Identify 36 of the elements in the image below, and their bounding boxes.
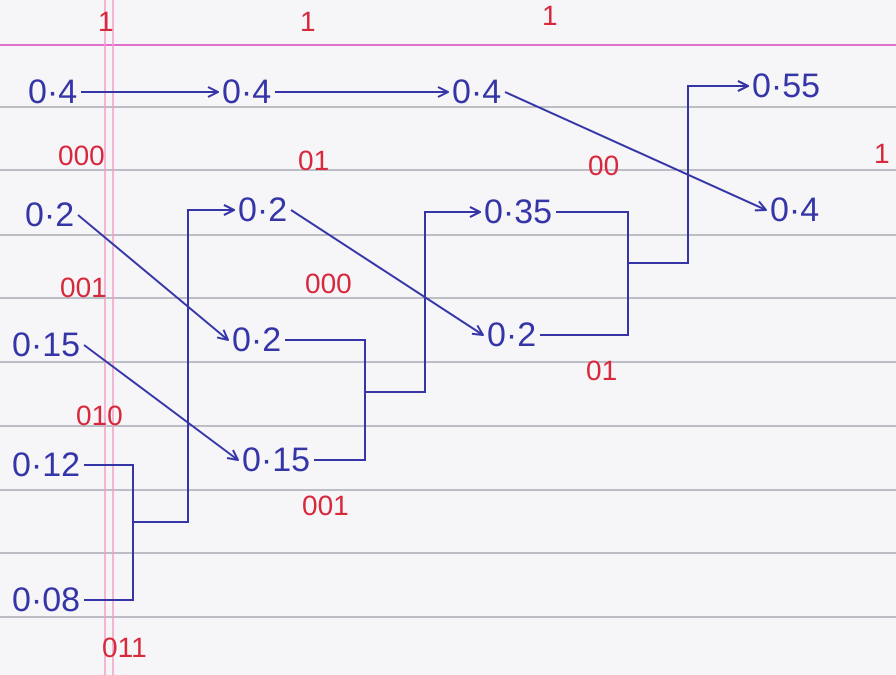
probability-value: 0·2 <box>25 195 74 235</box>
code-label: 000 <box>58 140 105 172</box>
arrow <box>540 80 749 336</box>
code-label: 1 <box>300 6 316 38</box>
code-label: 01 <box>298 145 330 177</box>
probability-value: 0·08 <box>12 580 80 620</box>
arrow <box>77 214 229 341</box>
probability-value: 0·2 <box>487 315 536 355</box>
arrow <box>81 86 219 98</box>
code-label: 1 <box>542 0 558 32</box>
code-label: 010 <box>76 400 123 432</box>
code-label: 001 <box>302 490 349 522</box>
code-label: 000 <box>305 268 352 300</box>
arrow <box>84 204 235 601</box>
code-label: 011 <box>102 632 147 664</box>
arrow <box>275 86 449 98</box>
code-label: 01 <box>586 355 618 387</box>
probability-value: 0·4 <box>28 72 78 112</box>
arrow <box>290 209 484 336</box>
probability-value: 0·4 <box>452 72 502 112</box>
code-label: 1 <box>98 6 114 38</box>
probability-value: 0·2 <box>238 190 288 230</box>
arrow <box>314 206 481 461</box>
probability-value: 0·2 <box>232 320 282 360</box>
probability-value: 0·35 <box>484 192 552 232</box>
code-label: 00 <box>588 150 620 182</box>
code-label: 001 <box>60 272 107 304</box>
arrow <box>504 91 767 212</box>
arrow <box>83 344 239 461</box>
probability-value: 0·4 <box>770 190 820 230</box>
probability-value: 0·4 <box>222 72 272 112</box>
probability-value: 0·12 <box>12 445 80 485</box>
code-label: 1 <box>874 138 890 170</box>
probability-value: 0·15 <box>242 440 310 480</box>
probability-value: 0·55 <box>752 66 820 106</box>
probability-value: 0·15 <box>12 325 80 365</box>
